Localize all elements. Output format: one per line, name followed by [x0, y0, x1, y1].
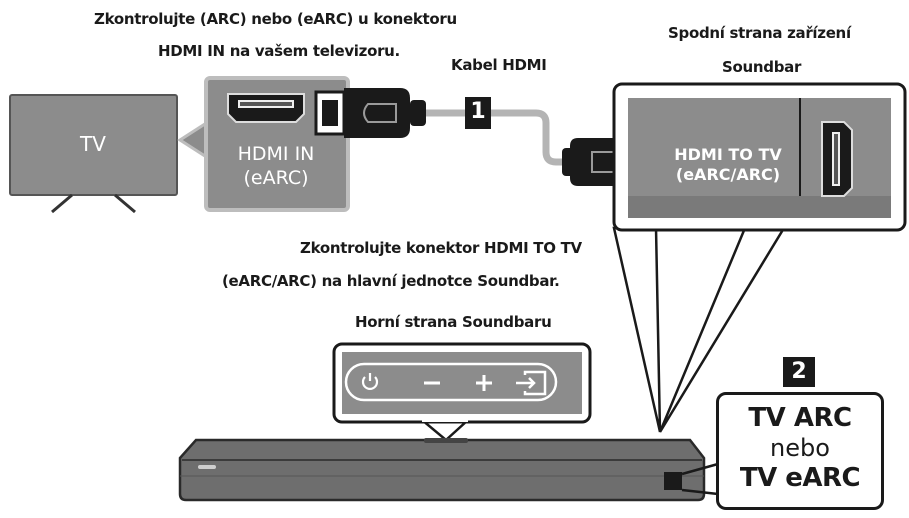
hdmi-in-port-icon	[227, 93, 305, 123]
step-1-badge: 1	[465, 97, 491, 129]
tv-port-label-2: (eARC)	[243, 167, 308, 189]
hdmi-plug-left-icon	[314, 88, 426, 138]
caption-check-tv-line2: HDMI IN na vašem televizoru.	[158, 42, 400, 60]
soundbar-icon	[178, 438, 719, 502]
arc-box-line2: nebo	[770, 434, 830, 462]
caption-cable: Kabel HDMI	[451, 56, 547, 74]
tv-arc-box: TV ARC nebo TV eARC	[716, 392, 884, 510]
tv-port-panel: HDMI IN (eARC)	[177, 76, 350, 212]
caption-check-soundbar-line2: (eARC/ARC) na hlavní jednotce Soundbar.	[222, 272, 560, 290]
caption-top-side: Horní strana Soundbaru	[355, 313, 552, 331]
tv-icon: TV	[9, 94, 178, 214]
caption-bottom-side-line2: Soundbar	[722, 58, 802, 76]
step-2-badge: 2	[783, 357, 815, 387]
hdmi-to-tv-port-icon	[821, 121, 853, 197]
caption-bottom-side-line1: Spodní strana zařízení	[668, 24, 851, 42]
caption-check-tv-line1: Zkontrolujte (ARC) nebo (eARC) u konekto…	[94, 10, 457, 28]
soundbar-port-label-1: HDMI TO TV	[674, 145, 782, 164]
caption-check-soundbar-line1: Zkontrolujte konektor HDMI TO TV	[300, 239, 582, 257]
source-input-icon	[516, 370, 547, 396]
top-buttons-panel	[332, 342, 592, 442]
tv-label: TV	[79, 132, 106, 156]
tv-port-label-1: HDMI IN	[238, 143, 315, 165]
arc-box-line1: TV ARC	[748, 403, 852, 433]
soundbar-port-panel: HDMI TO TV (eARC/ARC)	[612, 82, 907, 433]
volume-up-icon	[476, 375, 492, 391]
arc-box-line3: TV eARC	[739, 463, 861, 493]
soundbar-port-label-2: (eARC/ARC)	[676, 165, 780, 184]
power-icon	[361, 373, 379, 390]
